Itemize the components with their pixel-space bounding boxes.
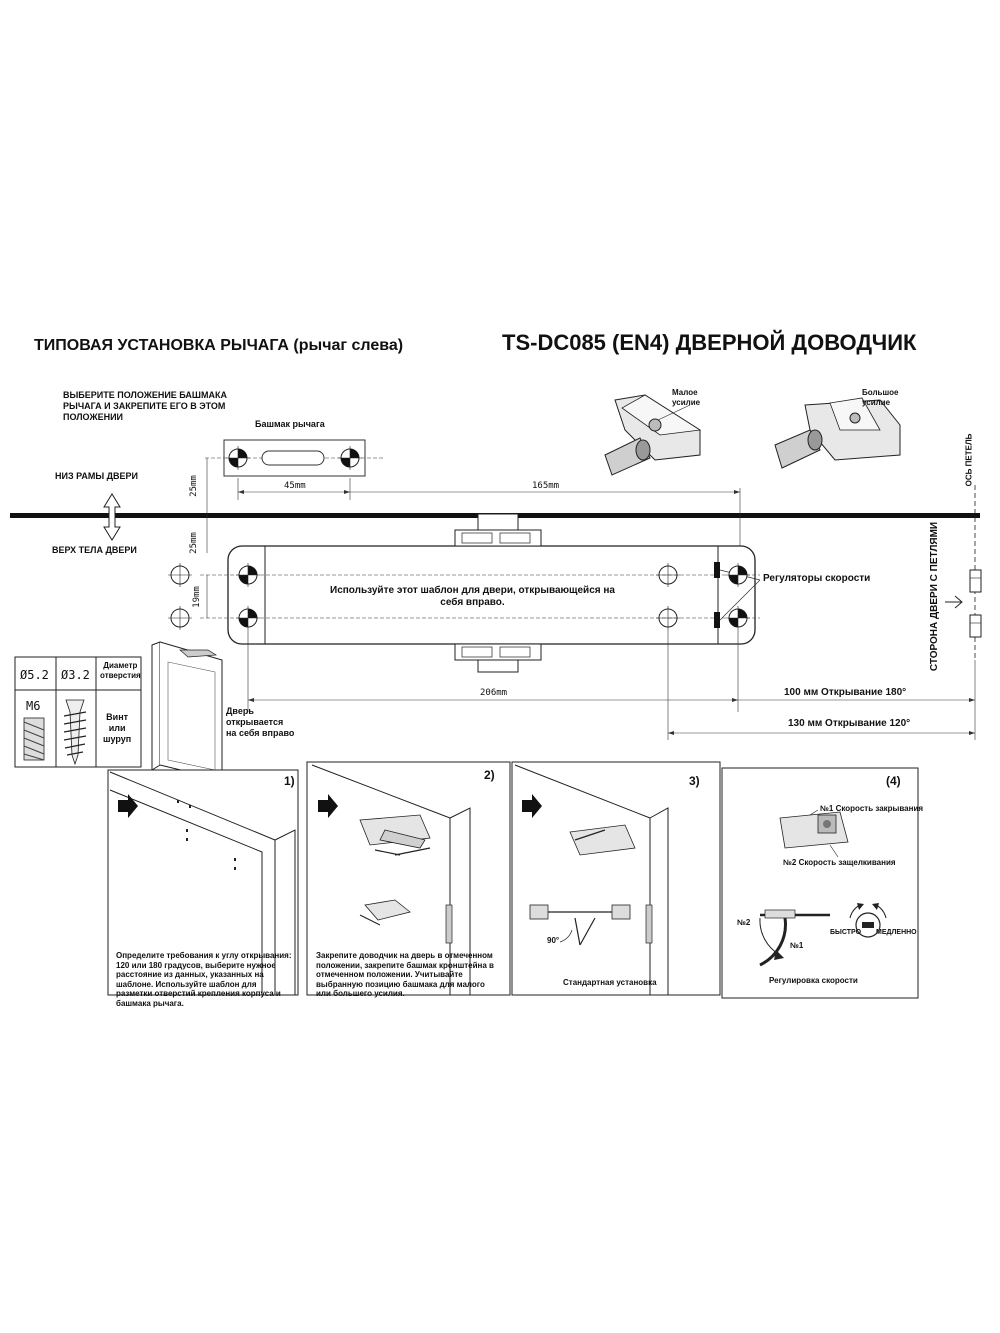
screw-icon — [63, 699, 87, 766]
frame-bottom-label: НИЗ РАМЫ ДВЕРИ — [55, 471, 139, 481]
step2-illustration — [306, 761, 511, 996]
small-force-line: усилие — [672, 398, 701, 407]
dim-open-180: 100 мм Открывание 180° — [784, 687, 907, 698]
hole-d2: Ø3.2 — [61, 668, 90, 682]
open-door-sketch — [151, 641, 223, 781]
door-top-label: ВЕРХ ТЕЛА ДВЕРИ — [52, 545, 137, 555]
step1-number: 1) — [284, 774, 295, 788]
step4-speed2: №2 Скорость защелкивания — [783, 858, 896, 867]
door-opens-label: Дверь открывается на себя вправо — [226, 706, 294, 739]
hole-diameter-line: Диаметр — [103, 661, 138, 670]
hole-diameter-label: Диаметр отверстия — [100, 661, 141, 681]
dim-25-bottom: 25mm — [188, 532, 199, 554]
shoe-instruction: ВЫБЕРИТЕ ПОЛОЖЕНИЕ БАШМАКА РЫЧАГА И ЗАКР… — [63, 390, 227, 423]
step2-caption: Закрепите доводчик на дверь в отмеченном… — [316, 951, 494, 998]
template-instruction-line: Используйте этот шаблон для двери, откры… — [330, 585, 615, 596]
small-force-label: Малое усилие — [672, 388, 700, 408]
step4-number: (4) — [886, 774, 901, 788]
shoe-instruction-line: ПОЛОЖЕНИИ — [63, 412, 124, 422]
closer-body-template — [200, 513, 760, 673]
page-title: TS-DC085 (EN4) ДВЕРНОЙ ДОВОДЧИК — [502, 330, 917, 355]
template-instruction: Используйте этот шаблон для двери, откры… — [330, 585, 615, 609]
screw-line: Винт — [106, 712, 129, 722]
step4-illustration — [721, 767, 919, 999]
small-force-line: Малое — [672, 388, 698, 397]
dim-206: 206mm — [480, 688, 508, 698]
hinge-side-arrow-icon — [945, 595, 963, 609]
hole-table — [14, 656, 142, 768]
hole-marks — [168, 446, 750, 630]
shoe-instruction-line: РЫЧАГА И ЗАКРЕПИТЕ ЕГО В ЭТОМ — [63, 401, 226, 411]
step4-fast: БЫСТРО — [830, 929, 862, 936]
screw-label: Винт или шуруп — [103, 712, 131, 745]
bolt-icon — [23, 717, 45, 761]
step3-caption: Стандартная установка — [563, 978, 657, 987]
large-force-illustration — [774, 397, 901, 469]
speed-regulators-label: Регуляторы скорости — [763, 573, 871, 584]
step1-caption: Определите требования к углу открывания:… — [116, 951, 292, 1008]
small-force-illustration — [604, 394, 702, 476]
shoe-label: Башмак рычага — [255, 419, 325, 429]
dim-19: 19mm — [191, 586, 202, 608]
dim-25-top: 25mm — [188, 475, 199, 497]
step4-n1: №1 — [790, 941, 804, 950]
dim-45: 45mm — [284, 481, 306, 491]
step3-number: 3) — [689, 774, 700, 788]
step4-n2: №2 — [737, 918, 751, 927]
screw-line: шуруп — [103, 734, 132, 744]
step4-slow: МЕДЛЕННО — [876, 929, 917, 936]
step3-angle: 90° — [547, 936, 560, 945]
shoe-instruction-line: ВЫБЕРИТЕ ПОЛОЖЕНИЕ БАШМАКА — [63, 390, 227, 400]
hinge-axis-label: ОСЬ ПЕТЕЛЬ — [964, 433, 974, 487]
door-opens-line: на себя вправо — [226, 728, 295, 738]
door-opens-line: Дверь — [226, 706, 254, 716]
step4-caption: Регулировка скорости — [769, 976, 858, 985]
step2-number: 2) — [484, 768, 495, 782]
screw-line: или — [108, 723, 126, 733]
hinge-pins-icon — [969, 569, 982, 638]
large-force-label: Большое усилие — [862, 388, 898, 408]
large-force-line: усилие — [862, 398, 891, 407]
template-instruction-line: себя вправо. — [440, 597, 505, 608]
step4-speed1: №1 Скорость закрывания — [820, 804, 924, 813]
dim-open-120: 130 мм Открывание 120° — [788, 718, 911, 729]
hole-diameter-line: отверстия — [100, 671, 141, 680]
door-opens-line: открывается — [226, 717, 284, 727]
hinge-side-label: СТОРОНА ДВЕРИ С ПЕТЛЯМИ — [929, 521, 941, 672]
double-arrow-icon — [103, 493, 121, 541]
dim-165: 165mm — [532, 481, 560, 491]
hole-d1: Ø5.2 — [20, 668, 49, 682]
left-title: ТИПОВАЯ УСТАНОВКА РЫЧАГА (рычаг слева) — [34, 337, 404, 354]
large-force-line: Большое — [862, 388, 899, 397]
step1-illustration — [107, 769, 299, 996]
step3-illustration — [511, 761, 721, 996]
hole-m6: M6 — [26, 699, 41, 713]
